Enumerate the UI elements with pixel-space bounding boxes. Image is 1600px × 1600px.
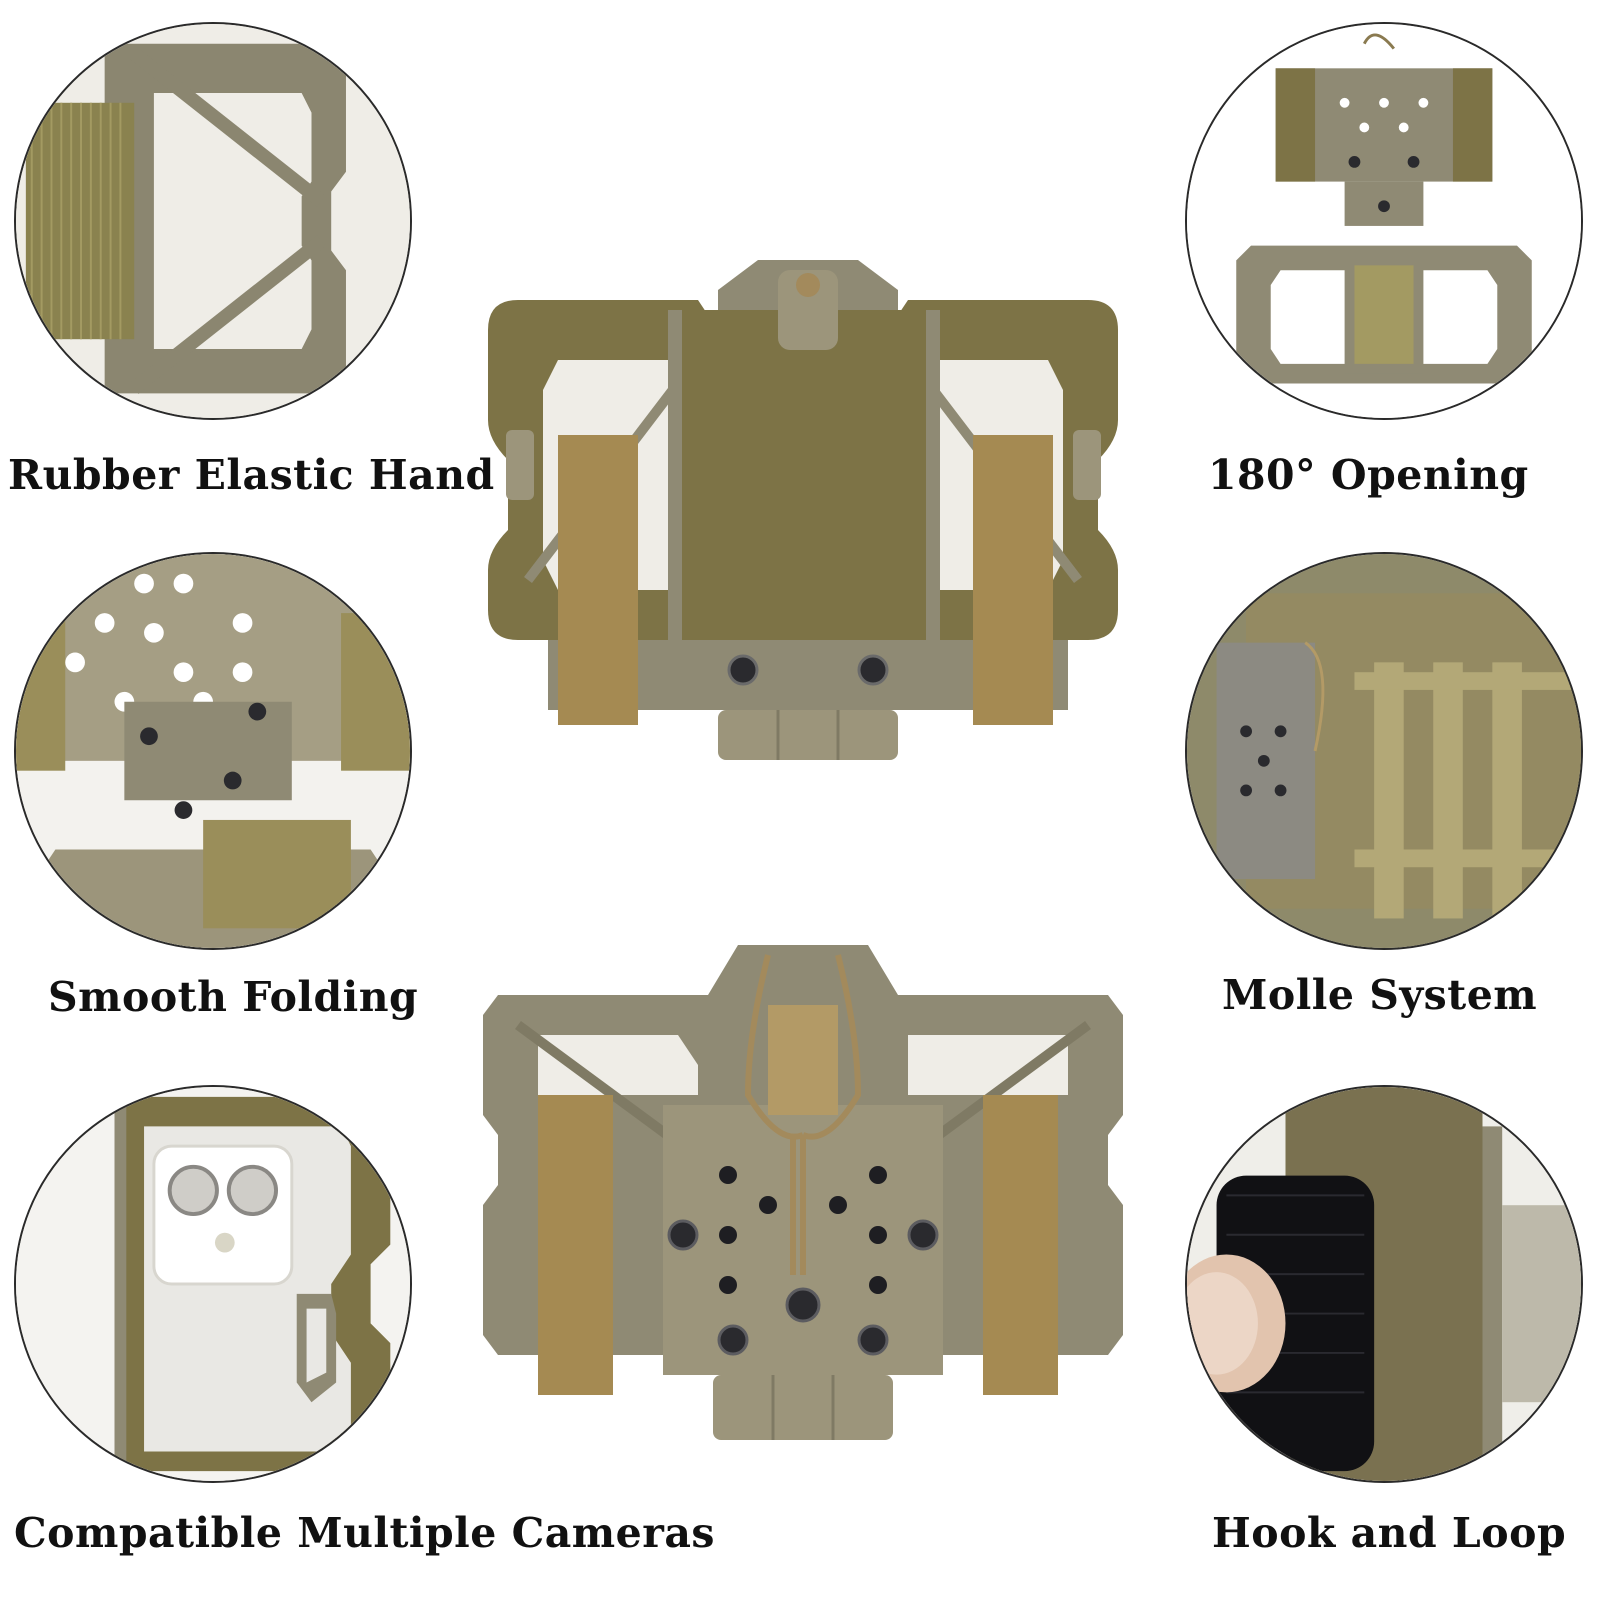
opening-detail-image	[1187, 24, 1581, 418]
caption-molle: Molle System	[1222, 971, 1538, 1019]
product-back-view	[478, 935, 1128, 1455]
caption-rubber-elastic: Rubber Elastic Hand	[8, 451, 495, 499]
detail-circle-rubber-elastic	[14, 22, 412, 420]
phone-mount-back-icon	[483, 945, 1123, 1440]
detail-circle-molle	[1185, 552, 1583, 950]
product-front-view	[488, 260, 1128, 770]
phone-mount-front-icon	[488, 260, 1118, 760]
caption-hook-loop: Hook and Loop	[1212, 1509, 1567, 1557]
caption-folding: Smooth Folding	[48, 973, 419, 1021]
hook-loop-detail-image	[1187, 1087, 1581, 1481]
molle-mount-detail-image	[1187, 554, 1581, 948]
caption-cameras: Compatible Multiple Cameras	[14, 1509, 716, 1557]
camera-compat-detail-image	[16, 1087, 410, 1481]
detail-circle-opening	[1185, 22, 1583, 420]
detail-circle-folding	[14, 552, 412, 950]
detail-circle-hook-loop	[1185, 1085, 1583, 1483]
elastic-band-detail-image	[16, 24, 410, 418]
folding-hinge-detail-image	[16, 554, 410, 948]
detail-circle-cameras	[14, 1085, 412, 1483]
caption-opening: 180° Opening	[1208, 451, 1529, 499]
